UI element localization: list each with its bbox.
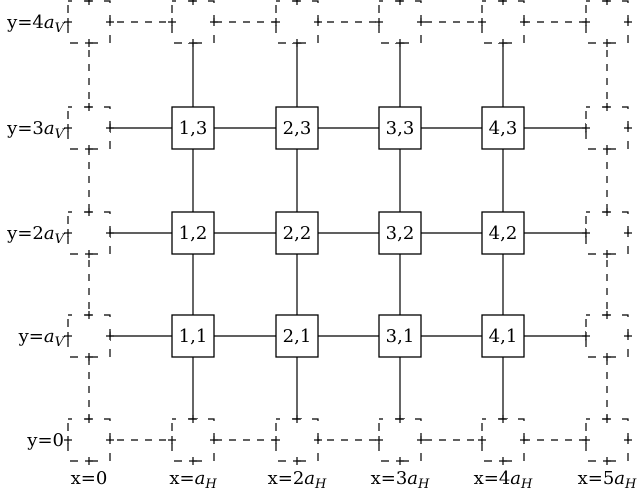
node-box <box>275 211 319 255</box>
ghost-node-left <box>64 208 114 258</box>
ghost-node-right <box>582 311 632 361</box>
ghost-node-top <box>272 0 322 47</box>
node-label: 4,2 <box>489 223 518 244</box>
ghost-node-bottom <box>375 415 425 465</box>
node-label: 2,2 <box>283 223 312 244</box>
lattice-node: 4,2 <box>481 211 525 255</box>
ghost-node-left <box>64 103 114 153</box>
ghost-node-top <box>582 0 632 47</box>
node-label: 4,1 <box>489 326 518 347</box>
boundary-ghost-nodes <box>64 0 632 465</box>
y-axis-label: y=0 <box>26 430 64 451</box>
y-axis-label: y=aV <box>18 326 66 350</box>
lattice-node: 3,1 <box>378 314 422 358</box>
node-label: 2,1 <box>283 326 312 347</box>
node-box <box>275 106 319 150</box>
lattice-node: 1,2 <box>171 211 215 255</box>
ghost-node-top <box>375 0 425 47</box>
lattice-node: 4,3 <box>481 106 525 150</box>
node-box <box>481 106 525 150</box>
ghost-node-right <box>582 208 632 258</box>
dashed-boundary-frame <box>88 21 608 441</box>
node-label: 1,3 <box>179 118 208 139</box>
node-box <box>171 106 215 150</box>
ghost-node-bottom <box>168 415 218 465</box>
lattice-node: 1,3 <box>171 106 215 150</box>
lattice-node: 2,1 <box>275 314 319 358</box>
y-axis-labels: y=4aV y=3aV y=2aV y=aV y=0 <box>6 12 65 451</box>
x-axis-label: x=2aH <box>268 468 327 492</box>
lattice-node: 2,3 <box>275 106 319 150</box>
node-box <box>171 314 215 358</box>
node-box <box>378 106 422 150</box>
node-box <box>275 314 319 358</box>
lattice-node: 3,2 <box>378 211 422 255</box>
lattice-node: 4,1 <box>481 314 525 358</box>
node-label: 3,2 <box>386 223 415 244</box>
ghost-node-top <box>168 0 218 47</box>
lattice-node: 3,3 <box>378 106 422 150</box>
x-axis-label: x=aH <box>169 468 217 492</box>
lattice-node: 2,2 <box>275 211 319 255</box>
ghost-node-top <box>478 0 528 47</box>
ghost-node-bottom <box>272 415 322 465</box>
ghost-node-bottom <box>582 415 632 465</box>
node-label: 3,1 <box>386 326 415 347</box>
node-label: 1,2 <box>179 223 208 244</box>
node-box <box>481 314 525 358</box>
x-axis-label: x=3aH <box>371 468 430 492</box>
y-axis-label: y=3aV <box>6 118 65 142</box>
node-box <box>481 211 525 255</box>
x-axis-label: x=4aH <box>474 468 533 492</box>
ghost-node-bottom <box>64 415 114 465</box>
ghost-node-left <box>64 311 114 361</box>
node-box <box>171 211 215 255</box>
node-box <box>378 211 422 255</box>
lattice-nodes: 1,3 2,3 3,3 4,3 1,2 2,2 3,2 4,2 1,1 2,1 3,1 4,1 <box>171 106 525 358</box>
ghost-node-top <box>64 0 114 47</box>
node-label: 4,3 <box>489 118 518 139</box>
y-axis-label: y=4aV <box>6 12 65 36</box>
node-label: 1,1 <box>179 326 208 347</box>
x-axis-label: x=0 <box>71 468 108 489</box>
node-box <box>378 314 422 358</box>
y-axis-label: y=2aV <box>6 223 65 247</box>
ghost-node-bottom <box>478 415 528 465</box>
ghost-node-right <box>582 103 632 153</box>
x-axis-label: x=5aH <box>578 468 637 492</box>
node-label: 3,3 <box>386 118 415 139</box>
x-axis-labels: x=0 x=aH x=2aH x=3aH x=4aH x=5aH <box>71 468 637 492</box>
node-label: 2,3 <box>283 118 312 139</box>
lattice-node: 1,1 <box>171 314 215 358</box>
